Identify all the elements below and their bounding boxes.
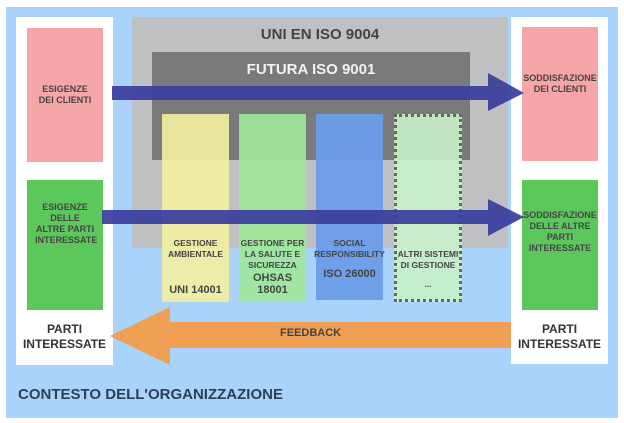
system-standard: UNI 14001 (169, 284, 222, 296)
customer-arrow (112, 73, 524, 111)
customer-satisfaction-text: SODDISFAZIONE DEI CLIENTI (523, 73, 597, 94)
system-column-social-responsibility: SOCIAL RESPONSIBILITY ISO 26000 (314, 114, 385, 300)
left-panel-label: PARTI INTERESSATE (22, 322, 107, 351)
system-description: GESTIONE PER LA SALUTE E SICUREZZA (240, 238, 305, 270)
other-parties-satisfaction-text: SODDISFAZIONE DELLE ALTRE PARTI INTERESS… (523, 210, 597, 253)
customer-needs-box: ESIGENZE DEI CLIENTI (27, 28, 103, 162)
context-label: CONTESTO DELL'ORGANIZZAZIONE (18, 386, 283, 403)
other-parties-needs-box: ESIGENZE DELLE ALTRE PARTI INTERESSATE (27, 180, 103, 310)
iso-9001-title: FUTURA ISO 9001 (246, 61, 376, 78)
feedback-arrow (110, 307, 511, 365)
iso-9004-title: UNI EN ISO 9004 (260, 26, 380, 43)
system-description: ALTRI SISTEMI DI GESTIONE (397, 249, 459, 270)
other-parties-satisfaction-box: SODDISFAZIONE DELLE ALTRE PARTI INTERESS… (522, 180, 598, 310)
system-column-environment: GESTIONE AMBIENTALE UNI 14001 (162, 114, 229, 302)
right-panel-label: PARTI INTERESSATE (517, 322, 602, 351)
system-description: GESTIONE AMBIENTALE (167, 238, 224, 259)
feedback-label: FEEDBACK (280, 327, 342, 339)
system-standard: OHSAS 18001 (252, 272, 293, 296)
customer-satisfaction-box: SODDISFAZIONE DEI CLIENTI (522, 27, 598, 161)
other-parties-arrow (102, 199, 524, 236)
system-standard: ... (424, 280, 432, 289)
system-column-health-safety: GESTIONE PER LA SALUTE E SICUREZZA OHSAS… (239, 114, 306, 302)
system-description: SOCIAL RESPONSIBILITY (314, 238, 385, 259)
other-parties-needs-text: ESIGENZE DELLE ALTRE PARTI INTERESSATE (35, 202, 98, 245)
system-column-other: ALTRI SISTEMI DI GESTIONE ... (394, 114, 462, 302)
system-standard: ISO 26000 (323, 268, 376, 280)
customer-needs-text: ESIGENZE DEI CLIENTI (38, 84, 92, 105)
